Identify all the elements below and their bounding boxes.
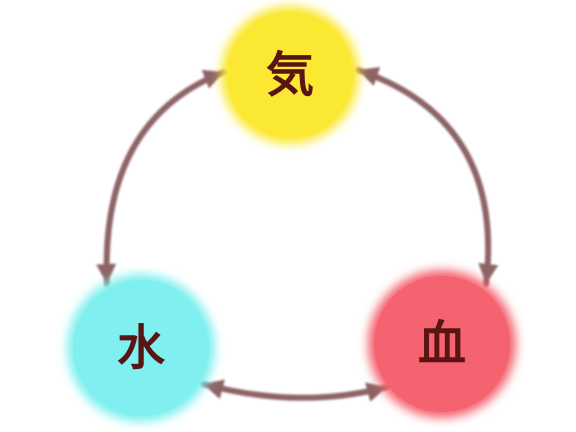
arrow-chi-mizu <box>200 381 390 401</box>
node-ki: 気 <box>227 12 353 138</box>
arrowhead-ki-mizu-to-ki <box>201 69 224 89</box>
node-ki-label: 気 <box>265 47 314 103</box>
arrowhead-ki-chi-to-ki <box>358 66 381 86</box>
arrowhead-chi-mizu-to-mizu <box>203 379 225 399</box>
arrowhead-ki-chi-to-chi <box>478 262 499 284</box>
node-chi-label: 血 <box>417 316 466 372</box>
node-mizu: 水 <box>73 280 209 416</box>
arrow-ki-mizu <box>103 69 227 287</box>
arrowhead-chi-mizu-to-chi <box>365 382 387 402</box>
node-mizu-label: 水 <box>116 320 165 376</box>
node-chi: 血 <box>374 276 510 412</box>
arrowhead-ki-mizu-to-mizu <box>96 263 117 284</box>
arrow-ki-chi <box>355 67 492 287</box>
